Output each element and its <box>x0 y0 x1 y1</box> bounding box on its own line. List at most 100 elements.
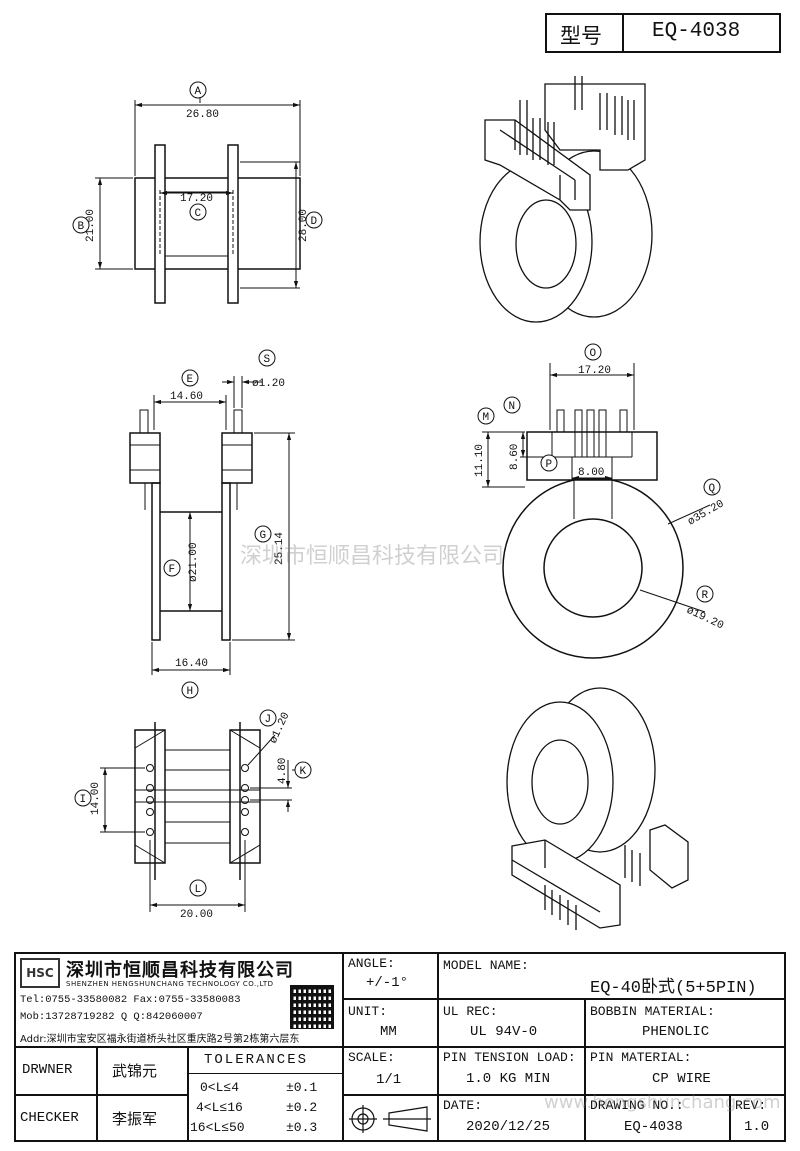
scale-value: 1/1 <box>376 1072 402 1088</box>
dim-a-value: 26.80 <box>186 109 219 121</box>
callout-q: Q <box>703 478 721 496</box>
callout-h: H <box>181 681 199 699</box>
dim-g-value: 25.14 <box>274 532 286 565</box>
rev-label: REV: <box>735 1098 767 1113</box>
callout-e: E <box>181 369 199 387</box>
dim-l-value: 20.00 <box>180 909 213 921</box>
svg-text:N: N <box>509 401 516 413</box>
company-addr: Addr:深圳市宝安区福永街道桥头社区重庆路2号第2栋第六层东 <box>20 1034 300 1045</box>
bobbin-label: BOBBIN MATERIAL: <box>590 1004 715 1019</box>
date-label: DATE: <box>443 1098 483 1113</box>
ul-label: UL REC: <box>443 1004 498 1019</box>
checker-name: 李振军 <box>112 1110 158 1128</box>
company-tel: Tel:0755-33580082 Fax:0755-33580083 <box>20 994 241 1006</box>
watermark-bottom: www.hengshunchang.com <box>544 1092 781 1113</box>
model-header-value: EQ-4038 <box>652 20 741 43</box>
callout-d: D <box>305 211 323 229</box>
callout-f: F <box>163 559 181 577</box>
company-name-cn: 深圳市恒顺昌科技有限公司 <box>66 960 294 981</box>
projection-symbol-icon <box>349 1105 431 1133</box>
dim-e-value: 14.60 <box>170 391 203 403</box>
tol-row-1-tol: ±0.1 <box>286 1080 318 1095</box>
ul-value: UL 94V-0 <box>470 1024 538 1040</box>
callout-m: M <box>477 407 495 425</box>
unit-value: MM <box>380 1024 397 1040</box>
dim-p-value: 8.00 <box>578 467 604 479</box>
unit-label: UNIT: <box>348 1004 388 1019</box>
svg-text:P: P <box>546 459 553 471</box>
checker-label: CHECKER <box>20 1110 79 1126</box>
date-value: 2020/12/25 <box>466 1119 551 1135</box>
watermark-center: 深圳市恒顺昌科技有限公司 <box>240 544 505 569</box>
tol-row-2-range: 4<L≤16 <box>196 1100 243 1115</box>
company-logo: HSC <box>20 958 60 988</box>
callout-c: C <box>189 203 207 221</box>
callout-g: G <box>254 525 272 543</box>
svg-text:E: E <box>187 374 194 386</box>
svg-text:F: F <box>169 564 176 576</box>
tol-row-3-range: 16<L≤50 <box>190 1120 245 1135</box>
svg-text:S: S <box>264 354 271 366</box>
svg-text:R: R <box>702 590 709 602</box>
model-name-value: EQ-40卧式(5+5PIN) <box>590 979 757 998</box>
svg-text:A: A <box>195 86 202 98</box>
svg-text:C: C <box>195 208 202 220</box>
svg-text:H: H <box>187 686 194 698</box>
dim-n-value: 8.60 <box>509 444 521 470</box>
side-view <box>129 376 295 675</box>
dim-i-value: 14.00 <box>90 782 102 815</box>
callout-a: A <box>189 81 207 99</box>
tol-row-2-tol: ±0.2 <box>286 1100 318 1115</box>
top-view <box>95 98 301 304</box>
angle-label: ANGLE: <box>348 956 395 971</box>
svg-text:K: K <box>300 766 307 778</box>
company-logo-text: HSC <box>26 966 54 980</box>
svg-text:B: B <box>78 221 85 233</box>
pin-tension-value: 1.0 KG MIN <box>466 1071 551 1087</box>
dim-f-value: ø21.00 <box>188 542 200 582</box>
rev-value: 1.0 <box>744 1119 770 1135</box>
qr-code <box>290 985 334 1029</box>
model-name-label: MODEL NAME: <box>443 958 529 973</box>
pin-material-value: CP WIRE <box>652 1071 711 1087</box>
angle-value: +/-1° <box>366 975 409 991</box>
drawing-no-label: DRAWING NO.: <box>590 1098 684 1113</box>
callout-r: R <box>696 585 714 603</box>
svg-text:J: J <box>265 714 272 726</box>
company-name-en: SHENZHEN HENGSHUNCHANG TECHNOLOGY CO.,LT… <box>66 980 274 988</box>
pin-material-label: PIN MATERIAL: <box>590 1050 692 1065</box>
drawing-no-value: EQ-4038 <box>624 1119 683 1135</box>
dim-o-value: 17.20 <box>578 365 611 377</box>
svg-text:O: O <box>590 348 597 360</box>
pin-tension-label: PIN TENSION LOAD: <box>443 1050 576 1065</box>
svg-text:L: L <box>195 884 202 896</box>
model-header-box <box>545 13 781 53</box>
tol-row-1-range: 0<L≤4 <box>200 1080 240 1095</box>
dim-s-value: ø1.20 <box>252 378 285 390</box>
bobbin-value: PHENOLIC <box>642 1024 710 1040</box>
dim-c-value: 17.20 <box>180 193 213 205</box>
scale-label: SCALE: <box>348 1050 395 1065</box>
svg-text:Q: Q <box>709 483 716 495</box>
callout-k: K <box>294 761 312 779</box>
dim-h-value: 16.40 <box>175 658 208 670</box>
tol-row-3-tol: ±0.3 <box>286 1120 318 1135</box>
dim-k-value: 4.80 <box>277 758 289 784</box>
svg-text:I: I <box>80 794 87 806</box>
tolerances-title: TOLERANCES <box>204 1052 309 1068</box>
drawer-name: 武锦元 <box>112 1062 158 1080</box>
svg-text:G: G <box>260 530 267 542</box>
callout-i: I <box>74 789 92 807</box>
dim-r-value: ø19.20 <box>684 605 725 633</box>
callout-l: L <box>189 879 207 897</box>
company-mob: Mob:13728719282 Q Q:842060007 <box>20 1011 203 1023</box>
dim-m-value: 11.10 <box>474 444 486 477</box>
callout-j: J <box>259 709 277 727</box>
drawer-label: DRWNER <box>22 1062 73 1078</box>
iso-view-bottom <box>506 687 689 930</box>
callout-n: N <box>503 396 521 414</box>
technical-drawing: 26.80 17.20 21.00 28.00 14.60 ø1.20 25.1… <box>72 76 726 930</box>
callout-o: O <box>584 343 602 361</box>
model-header-label: 型号 <box>560 24 602 48</box>
